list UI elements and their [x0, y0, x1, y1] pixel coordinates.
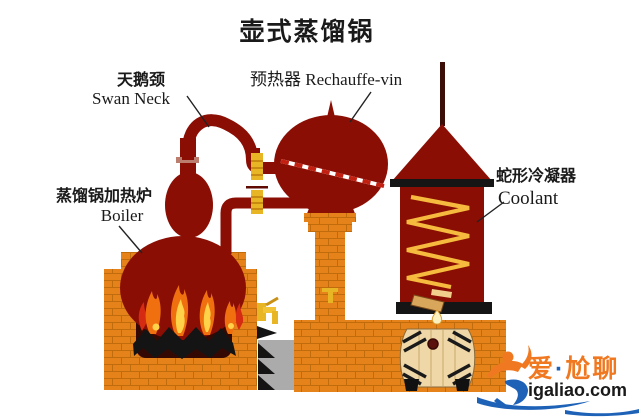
- valve-bolts-lower: [251, 196, 263, 210]
- label-swan-neck-zh: 天鹅颈: [117, 70, 165, 89]
- label-boiler-zh: 蒸馏锅加热炉: [56, 186, 152, 205]
- step-tooth: [258, 359, 275, 374]
- barrel-staves: [418, 330, 456, 386]
- condenser: [390, 62, 494, 325]
- condenser-cone: [392, 124, 492, 181]
- ember: [152, 323, 160, 331]
- valve-bolts-upper: [251, 160, 263, 176]
- column-shaft: [315, 232, 345, 322]
- step-tooth: [258, 343, 275, 358]
- flame-inner: [203, 302, 211, 332]
- diagram-title: 壶式蒸馏锅: [239, 17, 374, 46]
- valve-plate: [246, 186, 268, 189]
- furnace-tap-icon: [257, 296, 279, 339]
- logs: [133, 327, 236, 359]
- fire: [138, 285, 244, 336]
- tap-spout: [263, 307, 276, 313]
- tap-handle: [265, 296, 279, 307]
- label-preheater: 预热器 Rechauffe-vin: [250, 70, 403, 89]
- leader-swan-neck: [186, 95, 210, 128]
- preheater-body: [274, 115, 388, 213]
- flame: [235, 303, 244, 330]
- condenser-base-band: [396, 302, 492, 314]
- leader-boiler: [118, 225, 143, 254]
- barrel-foot: [404, 379, 419, 391]
- leader-preheater: [349, 91, 372, 123]
- barrel-bung: [427, 338, 439, 350]
- leader-lines: [118, 91, 505, 254]
- step-tooth: [258, 375, 275, 390]
- steps: [258, 340, 294, 390]
- label-coolant-zh: 蛇形冷凝器: [496, 166, 577, 185]
- tap-shadow: [257, 326, 277, 339]
- label-boiler-en: Boiler: [101, 206, 144, 225]
- preheater-vessel: [274, 100, 388, 216]
- column-tap-icon: [322, 288, 338, 292]
- coolant-coil: [406, 194, 470, 290]
- watermark: 爱·尬聊 igaliao.com: [477, 345, 639, 417]
- brick-column: [304, 213, 356, 322]
- flame: [145, 291, 161, 334]
- label-swan-neck-en: Swan Neck: [92, 89, 170, 108]
- label-coolant-en: Coolant: [498, 188, 559, 209]
- column-tap-stem: [328, 292, 333, 303]
- column-cap: [308, 222, 352, 232]
- column-cap-top: [304, 213, 356, 222]
- pipe-valve-icons: [246, 148, 268, 214]
- watermark-runner-icon: [487, 345, 532, 408]
- vapor-dashed-line: [280, 159, 389, 189]
- valve-nub: [254, 148, 260, 153]
- spirit-barrel: [399, 328, 476, 391]
- valve-icon-upper: [251, 153, 263, 180]
- pot-onion-bulb: [165, 172, 213, 238]
- spout: [410, 294, 445, 313]
- condenser-vent-pipe: [440, 62, 445, 126]
- flame-inner: [175, 299, 185, 333]
- coil-outlet: [431, 289, 452, 298]
- wash-pipe: [220, 197, 318, 254]
- tap-bracket: [257, 303, 266, 321]
- condenser-cone-base: [390, 179, 494, 187]
- barrel-foot: [455, 379, 470, 391]
- droplet: [431, 309, 443, 325]
- watermark-site: igaliao.com: [528, 380, 627, 400]
- watermark-brand: 爱·尬聊: [528, 354, 619, 383]
- flame: [138, 302, 148, 331]
- ember: [228, 323, 234, 329]
- leader-coolant: [476, 201, 505, 223]
- watermark-swoosh-2: [565, 409, 639, 417]
- tap-downpipe: [272, 311, 278, 324]
